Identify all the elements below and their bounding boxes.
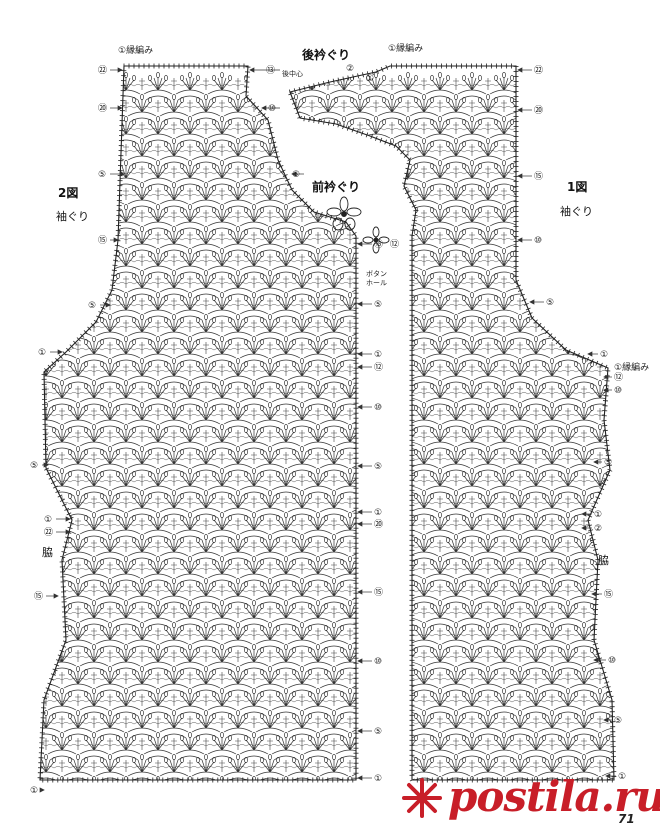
row-mark: ⑤ (292, 170, 301, 180)
left-armhole-label: 袖ぐり (56, 210, 89, 223)
edging-label-right-arm: ①縁編み (614, 363, 650, 373)
row-mark: ⑤ (374, 727, 383, 737)
flower-motif-icon (326, 196, 362, 231)
left-side-label: 脇 (42, 546, 53, 559)
row-mark: ㉒ (534, 66, 544, 76)
row-mark: ② (594, 524, 603, 534)
row-mark: ⑤ (604, 458, 613, 468)
row-mark: ⑫ (614, 373, 624, 383)
row-mark: ⑮ (34, 592, 44, 602)
row-mark: ⑳ (374, 520, 384, 530)
row-mark: ⑩ (534, 236, 543, 246)
row-mark: ⑮ (374, 588, 384, 598)
row-mark: ① (594, 510, 603, 520)
row-mark: ① (44, 515, 53, 525)
row-mark: ⑤ (546, 298, 555, 308)
row-mark: ⑮ (374, 240, 384, 250)
row-mark: ⑩ (608, 656, 617, 666)
row-mark: ① (366, 74, 375, 84)
edging-label-left: ①縁編み (118, 46, 154, 56)
row-mark: ⑮ (534, 172, 544, 182)
row-mark: ① (374, 508, 383, 518)
row-mark: ① (374, 350, 383, 360)
row-mark: ⑩ (614, 386, 623, 396)
front-neck-label: 前衿ぐり (312, 180, 361, 194)
edging-label-back: ①縁編み (388, 44, 424, 54)
row-mark: ① (600, 350, 609, 360)
row-mark: ⑮ (98, 236, 108, 246)
right-diagram-title: 1図 (567, 180, 588, 194)
row-mark: ① (374, 774, 383, 784)
row-mark: ⑮ (604, 590, 614, 600)
row-mark: ① (618, 772, 627, 782)
row-mark: ② (346, 64, 355, 74)
back-neck-label: 後衿ぐり (302, 48, 351, 62)
watermark-text: postila.ru (448, 772, 660, 821)
row-mark: ① (30, 786, 39, 796)
right-side-label: 脇 (598, 554, 609, 567)
right-armhole-label: 袖ぐり (560, 205, 593, 218)
row-mark: ① (38, 348, 47, 358)
row-mark: ⑤ (30, 461, 39, 471)
row-mark: ⑳ (98, 104, 108, 114)
row-mark: ⑩ (374, 403, 383, 413)
watermark-logo-icon (402, 778, 442, 818)
flower-motif-icon (362, 226, 390, 254)
row-mark: ⑩ (268, 104, 277, 114)
row-mark: ⑤ (614, 716, 623, 726)
left-diagram-title: 2図 (58, 186, 79, 200)
buttonhole-label-1: ボタン (366, 270, 387, 278)
row-mark: ⑤ (88, 301, 97, 311)
row-mark: ⑫ (374, 363, 384, 373)
row-mark: ⑳ (534, 106, 544, 116)
row-mark: ⑬ (266, 66, 276, 76)
back-center-label: 後中心 (282, 70, 303, 78)
row-mark: ⑤ (374, 462, 383, 472)
row-mark: ㉒ (44, 528, 54, 538)
row-mark: ⑤ (98, 170, 107, 180)
buttonhole-label-2: ホール (366, 279, 387, 287)
page-number: 71 (618, 812, 635, 826)
row-mark: ⑫ (390, 240, 400, 250)
row-mark: ⑤ (374, 300, 383, 310)
row-mark: ㉒ (98, 66, 108, 76)
row-mark: ⑩ (374, 657, 383, 667)
